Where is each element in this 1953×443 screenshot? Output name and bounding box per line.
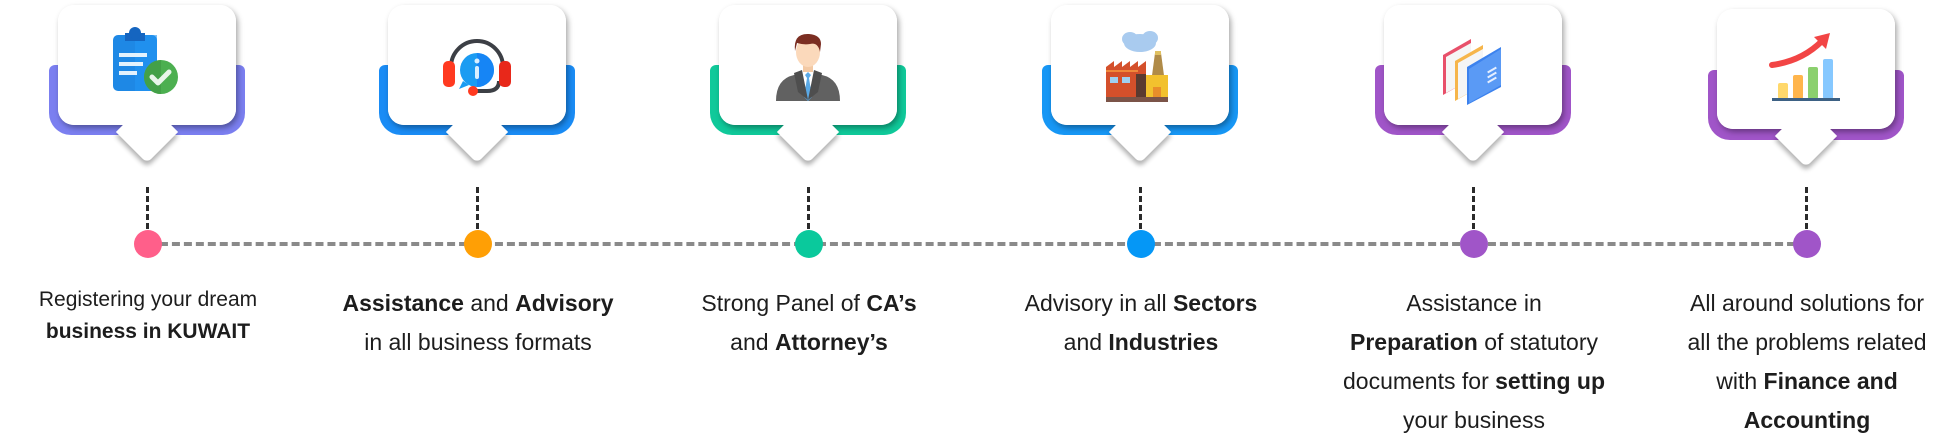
description-line: documents for setting up <box>1309 362 1639 401</box>
emphasis-text: Advisory <box>515 290 614 316</box>
body-text: All around solutions for <box>1690 290 1924 316</box>
emphasis-text: Industries <box>1108 329 1219 355</box>
body-text: Assistance in <box>1406 290 1542 316</box>
step-registration: Registering your dream business in KUWAIT <box>0 0 313 443</box>
body-text: of statutory <box>1477 329 1598 355</box>
step-connector <box>476 187 479 229</box>
headset-info-icon <box>437 25 517 105</box>
description-line: with Finance and <box>1642 362 1953 401</box>
emphasis-text: Assistance <box>342 290 464 316</box>
body-text: in all business formats <box>364 329 592 355</box>
emphasis-text: CA’s <box>866 290 917 316</box>
body-text: all the problems related <box>1687 329 1927 355</box>
body-text: documents for <box>1342 368 1496 394</box>
step-connector <box>146 187 149 229</box>
body-text: and <box>730 329 775 355</box>
step-connector <box>1805 187 1808 229</box>
step-description: All around solutions for all the problems… <box>1642 284 1953 440</box>
clipboard-check-icon <box>107 25 187 105</box>
description-line: Assistance in <box>1309 284 1639 323</box>
callout-card-face <box>1717 9 1895 129</box>
timeline-dot <box>464 230 492 258</box>
folders-icon <box>1433 25 1513 105</box>
step-connector <box>807 187 810 229</box>
body-text: Registering your dream <box>38 288 258 311</box>
step-assistance-advisory: Assistance and Advisory in all business f… <box>313 0 643 443</box>
body-text: Strong Panel of <box>701 290 867 316</box>
emphasis-text: Accounting <box>1743 407 1871 433</box>
description-line: and Attorney’s <box>644 323 974 362</box>
body-text: with <box>1716 368 1764 394</box>
description-line: your business <box>1309 401 1639 440</box>
emphasis-text: setting up <box>1495 368 1606 394</box>
description-line: Registering your dream <box>0 284 313 316</box>
step-description: Assistance and Advisory in all business f… <box>313 284 643 362</box>
timeline-dot <box>1793 230 1821 258</box>
description-line: Advisory in all Sectors <box>976 284 1306 323</box>
emphasis-text: Attorney’s <box>774 329 888 355</box>
body-text: and <box>1063 329 1109 355</box>
growth-chart-icon <box>1766 29 1846 109</box>
timeline-dot <box>1460 230 1488 258</box>
emphasis-text: Sectors <box>1172 290 1258 316</box>
factory-icon <box>1100 25 1180 105</box>
description-line: All around solutions for <box>1642 284 1953 323</box>
description-line: business in KUWAIT <box>0 316 313 348</box>
timeline-connector <box>148 242 1807 246</box>
businessman-icon <box>768 25 848 105</box>
description-line: in all business formats <box>313 323 643 362</box>
body-text: and <box>463 290 516 316</box>
step-connector <box>1139 187 1142 229</box>
step-description: Registering your dream business in KUWAIT <box>0 284 313 348</box>
description-line: Strong Panel of CA’s <box>644 284 974 323</box>
description-line: Preparation of statutory <box>1309 323 1639 362</box>
emphasis-text: Finance and <box>1763 368 1898 394</box>
callout-card-face <box>1051 5 1229 125</box>
emphasis-text: business in KUWAIT <box>45 320 251 343</box>
body-text: Advisory in all <box>1024 290 1173 316</box>
description-line: and Industries <box>976 323 1306 362</box>
step-finance-accounting: All around solutions for all the problems… <box>1642 0 1953 443</box>
emphasis-text: Preparation <box>1350 329 1478 355</box>
step-connector <box>1472 187 1475 229</box>
timeline-dot <box>795 230 823 258</box>
description-line: Accounting <box>1642 401 1953 440</box>
description-line: Assistance and Advisory <box>313 284 643 323</box>
timeline-dot <box>134 230 162 258</box>
description-line: all the problems related <box>1642 323 1953 362</box>
body-text: your business <box>1403 407 1545 433</box>
timeline-dot <box>1127 230 1155 258</box>
